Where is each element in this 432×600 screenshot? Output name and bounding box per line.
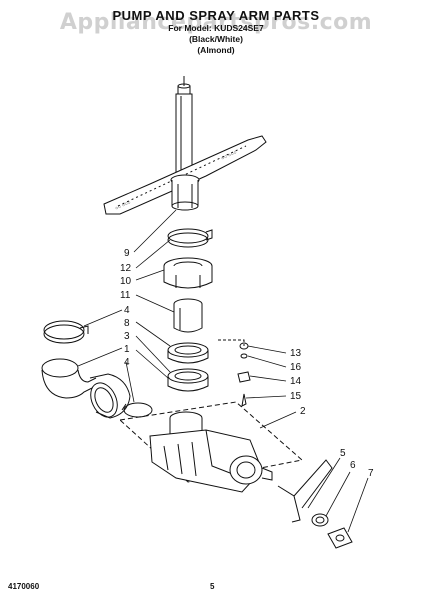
seal-ring-upper (167, 342, 209, 364)
callout-1: 1 (124, 344, 130, 355)
callout-7: 7 (368, 468, 374, 479)
callout-11: 11 (120, 290, 131, 301)
diagram-header: PUMP AND SPRAY ARM PARTS For Model: KUDS… (0, 8, 432, 56)
grommet (311, 513, 329, 527)
clamp-ring (167, 228, 213, 248)
color-line-2: (Almond) (197, 45, 235, 55)
sleeve (173, 298, 203, 333)
drain-hose-elbow (41, 358, 131, 419)
callout-10: 10 (120, 276, 132, 287)
callout-6: 6 (350, 460, 356, 471)
spray-arm-tube (175, 76, 193, 175)
retaining-nut (163, 257, 213, 289)
model-line: For Model: KUDS24SE7 (168, 23, 264, 33)
small-hardware (218, 339, 251, 407)
mounting-bracket (277, 459, 333, 523)
callout-4-lower: 4 (124, 357, 130, 368)
callout-15: 15 (290, 391, 302, 402)
hose-clamp-lower (121, 402, 153, 418)
page-number: 5 (210, 582, 215, 591)
callout-16: 16 (290, 362, 302, 373)
callout-14: 14 (290, 376, 302, 387)
callout-8: 8 (124, 318, 130, 329)
callout-labels: 9 12 10 11 4 8 3 1 4 13 16 14 15 2 5 6 7 (120, 248, 374, 479)
callout-5: 5 (340, 448, 346, 459)
callout-3: 3 (124, 331, 130, 342)
callout-12: 12 (120, 263, 132, 274)
color-line-1: (Black/White) (189, 34, 243, 44)
leader-lines (77, 209, 369, 533)
seal-ring-lower (167, 368, 209, 392)
gasket-plate (327, 527, 353, 549)
pump-motor-assembly (118, 401, 304, 493)
hose-clamp-left (43, 320, 89, 344)
callout-13: 13 (290, 348, 302, 359)
callout-9: 9 (124, 248, 130, 259)
callout-4-upper: 4 (124, 305, 130, 316)
footer-code: 4170060 (8, 582, 40, 591)
callout-2: 2 (300, 406, 306, 417)
diagram-title: PUMP AND SPRAY ARM PARTS (112, 8, 320, 23)
spray-arm-hub (170, 174, 200, 211)
